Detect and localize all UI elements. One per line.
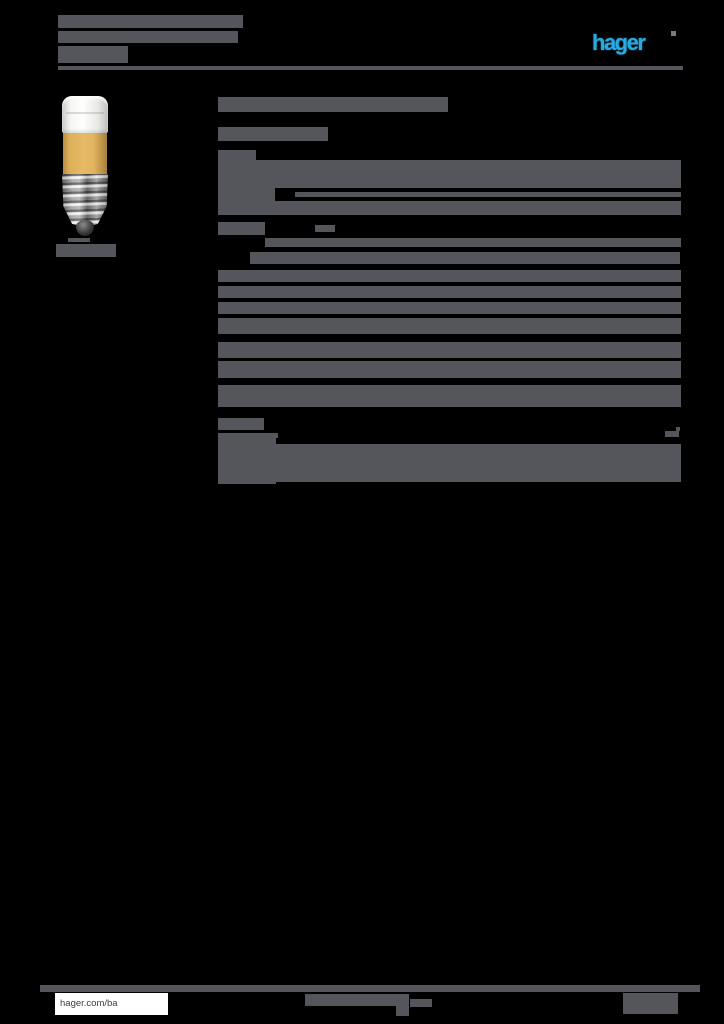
lamp-white-cap [62, 96, 108, 133]
section2-label-redacted [218, 433, 278, 438]
table-row-redacted [250, 252, 680, 264]
section2-paragraph-redacted [218, 444, 681, 482]
product-reference-redacted-line2 [56, 244, 116, 257]
label-column-redacted-1 [218, 160, 275, 215]
lamp-cap-print [66, 112, 104, 114]
footnote-mark [676, 427, 680, 431]
product-title-redacted [218, 97, 448, 112]
section2-heading-redacted [218, 418, 264, 430]
field-label-redacted [218, 150, 256, 160]
table-row-redacted [218, 361, 681, 378]
header-rule [58, 66, 683, 70]
header-title-redacted-line2 [58, 31, 238, 43]
table-row-redacted [218, 342, 681, 358]
footer-center-text-descender [396, 994, 409, 1016]
label-column-redacted-2 [218, 222, 265, 235]
table-row-redacted [265, 238, 681, 247]
table-row-redacted [275, 201, 681, 215]
footer-page-number-redacted [623, 993, 678, 1014]
table-row-redacted [218, 385, 681, 407]
table-row-redacted [218, 302, 681, 314]
footer-center-text-redacted2 [410, 999, 432, 1007]
footer-rule [40, 985, 700, 992]
section2-right-mark-redacted [665, 431, 679, 437]
product-reference-redacted-line1 [68, 238, 90, 242]
hager-logo: hager [592, 30, 646, 55]
footer-center-text-redacted [305, 994, 398, 1006]
header-title-redacted-line1 [58, 15, 243, 28]
table-row-redacted [218, 270, 681, 282]
value-redacted-small [315, 225, 335, 232]
table-row-redacted [218, 286, 681, 298]
header-subtitle-redacted [58, 46, 128, 63]
lamp-contact-tip [76, 220, 94, 236]
table-row-redacted-line [295, 192, 681, 197]
section-heading-redacted [218, 127, 328, 141]
table-row-redacted [218, 318, 681, 334]
description-paragraph-redacted [218, 160, 681, 188]
lamp-yellow-body [63, 133, 107, 174]
lamp-screw-base [62, 174, 108, 226]
logo-trademark-mark [671, 31, 676, 36]
footer-website-link[interactable]: hager.com/ba [55, 993, 168, 1015]
